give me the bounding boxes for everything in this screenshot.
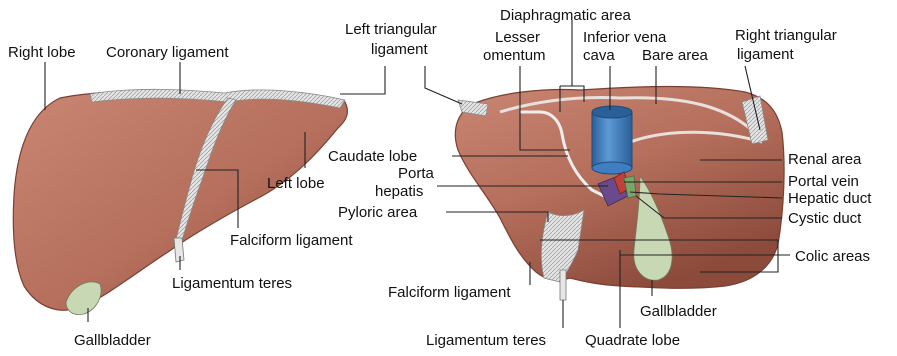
label-pyloric-area: Pyloric area bbox=[338, 204, 418, 221]
label-coronary-ligament: Coronary ligament bbox=[106, 44, 229, 61]
visceral-ligamentum-teres bbox=[560, 270, 566, 300]
anterior-ligamentum-teres bbox=[174, 238, 184, 262]
label-renal-area: Renal area bbox=[788, 151, 862, 168]
label-right-lobe: Right lobe bbox=[8, 44, 76, 61]
label-quadrate-lobe: Quadrate lobe bbox=[585, 332, 680, 349]
label-teres-anterior: Ligamentum teres bbox=[172, 275, 292, 292]
label-left-lobe: Left lobe bbox=[267, 175, 325, 192]
anterior-view: Right lobe Coronary ligament Left triang… bbox=[8, 21, 437, 349]
leader-left-triangular-visceral bbox=[425, 66, 462, 104]
label-ivc-line2: cava bbox=[583, 47, 615, 64]
label-left-triangular-line1: Left triangular bbox=[345, 21, 437, 38]
label-gallbladder-visceral: Gallbladder bbox=[640, 303, 717, 320]
inferior-vena-cava bbox=[592, 106, 632, 174]
label-right-triangular-line1: Right triangular bbox=[735, 27, 837, 44]
label-bare-area: Bare area bbox=[642, 47, 709, 64]
label-portal-vein: Portal vein bbox=[788, 173, 859, 190]
label-porta-hepatis-line2: hepatis bbox=[375, 183, 423, 200]
label-falciform-visceral: Falciform ligament bbox=[388, 284, 511, 301]
label-right-triangular-line2: ligament bbox=[737, 46, 795, 63]
label-porta-hepatis-line1: Porta bbox=[398, 165, 435, 182]
label-hepatic-duct: Hepatic duct bbox=[788, 190, 872, 207]
label-falciform-anterior: Falciform ligament bbox=[230, 232, 353, 249]
label-lesser-omentum-line1: Lesser bbox=[495, 29, 540, 46]
label-colic-areas: Colic areas bbox=[795, 248, 870, 265]
label-ivc-line1: Inferior vena bbox=[583, 29, 667, 46]
label-cystic-duct: Cystic duct bbox=[788, 210, 862, 227]
label-diaphragmatic-area: Diaphragmatic area bbox=[500, 7, 632, 24]
label-lesser-omentum-line2: omentum bbox=[483, 47, 546, 64]
label-teres-visceral: Ligamentum teres bbox=[426, 332, 546, 349]
label-caudate-lobe: Caudate lobe bbox=[328, 148, 417, 165]
label-left-triangular-line2: ligament bbox=[371, 41, 429, 58]
label-gallbladder-anterior: Gallbladder bbox=[74, 332, 151, 349]
visceral-view: Diaphragmatic area Lesser omentum Inferi… bbox=[328, 7, 872, 349]
leader-left-triangular-anterior bbox=[340, 66, 385, 94]
